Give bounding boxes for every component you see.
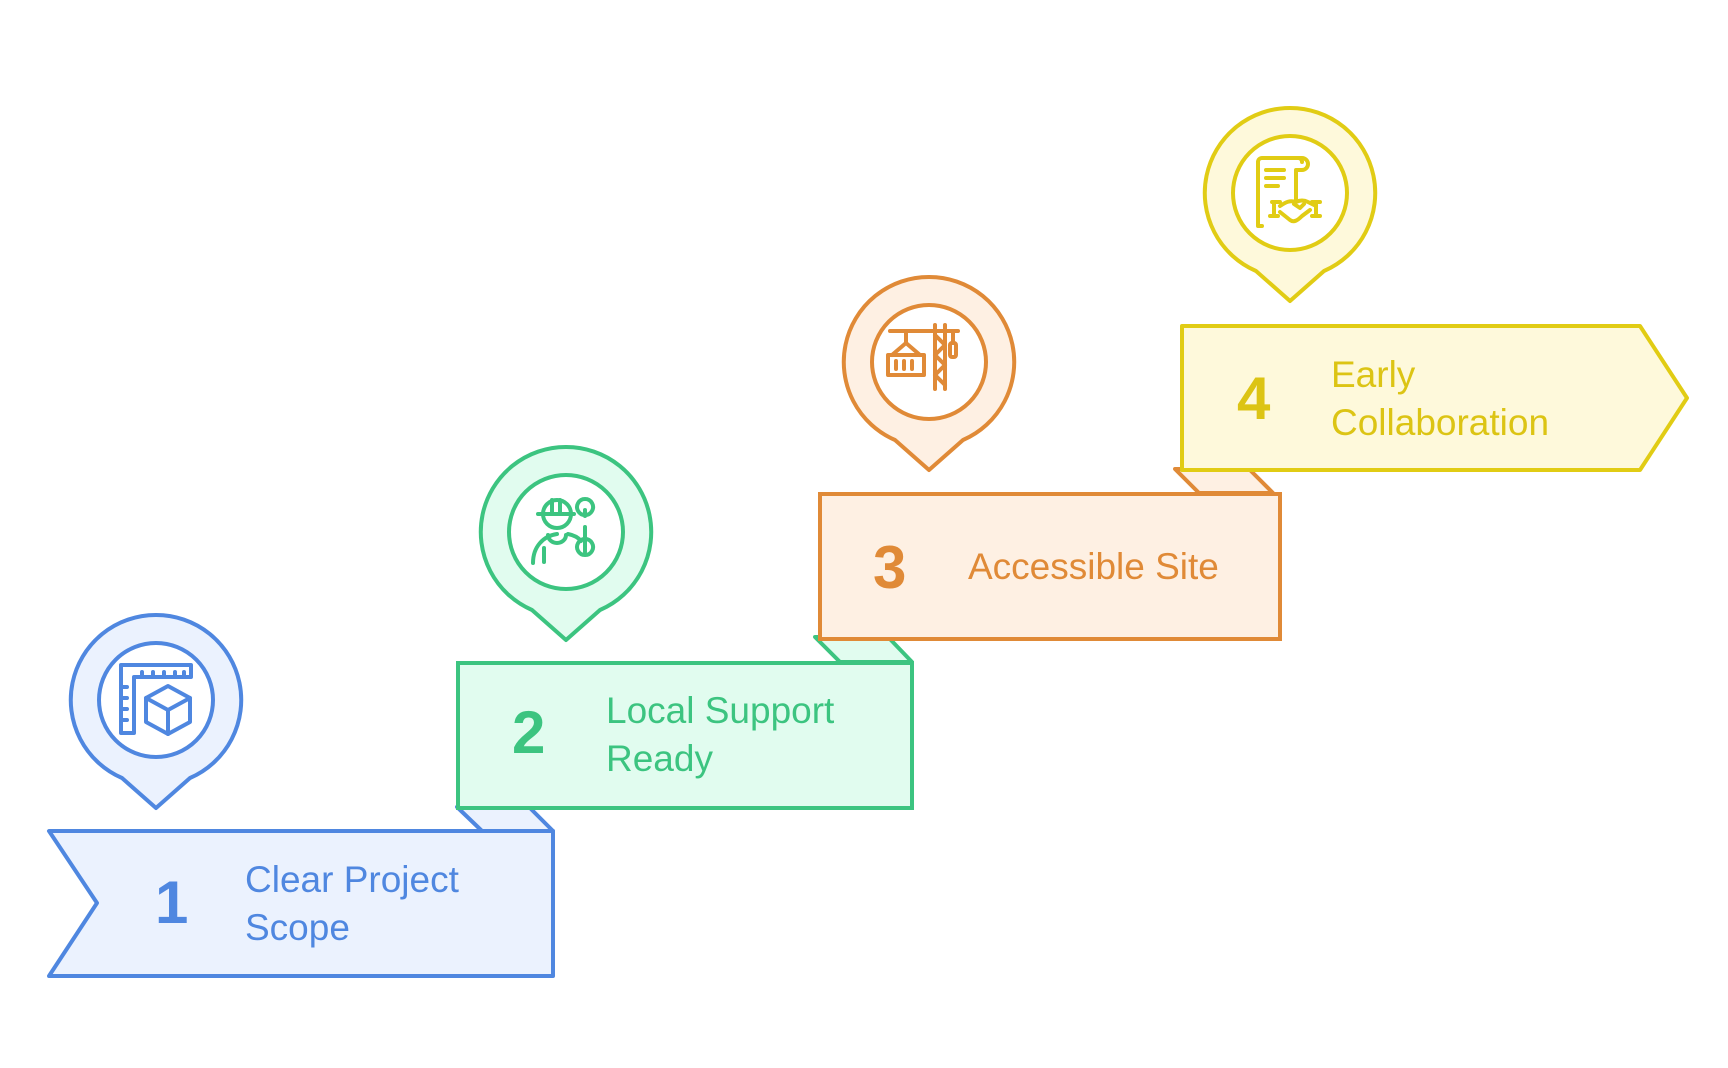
ruler-cube-icon	[119, 663, 193, 736]
step-3-label: Accessible Site	[968, 543, 1219, 591]
step-1-pin	[68, 612, 244, 810]
step-1-number: 1	[155, 869, 189, 936]
step-2-label-line: Local Support	[606, 690, 835, 731]
contract-handshake-icon	[1256, 156, 1322, 228]
fold-connector-1-2	[455, 805, 555, 833]
step-4-label-line: Collaboration	[1331, 402, 1550, 443]
step-1-box	[47, 829, 555, 978]
step-4-label-line: Early	[1331, 354, 1416, 395]
step-3-number: 3	[873, 534, 907, 601]
step-1-label-line: Clear Project	[245, 859, 459, 900]
step-3-label-line: Accessible Site	[968, 546, 1219, 587]
worker-wrench-icon	[531, 497, 595, 565]
step-4-label: Early Collaboration	[1331, 351, 1549, 447]
step-2-box	[456, 661, 914, 810]
fold-connector-3-4	[1173, 467, 1275, 495]
step-1-label-line: Scope	[245, 907, 350, 948]
step-4-pin	[1202, 105, 1378, 303]
step-3-pin	[841, 274, 1017, 472]
step-2-label: Local Support Ready	[606, 687, 834, 783]
step-2-pin	[478, 444, 654, 642]
step-2-label-line: Ready	[606, 738, 713, 779]
step-1-label: Clear Project Scope	[245, 856, 459, 952]
step-4-box	[1180, 324, 1689, 472]
crane-container-icon	[886, 323, 960, 391]
step-3-box	[818, 492, 1282, 641]
step-4-number: 4	[1237, 365, 1271, 432]
step-2-number: 2	[512, 699, 546, 766]
